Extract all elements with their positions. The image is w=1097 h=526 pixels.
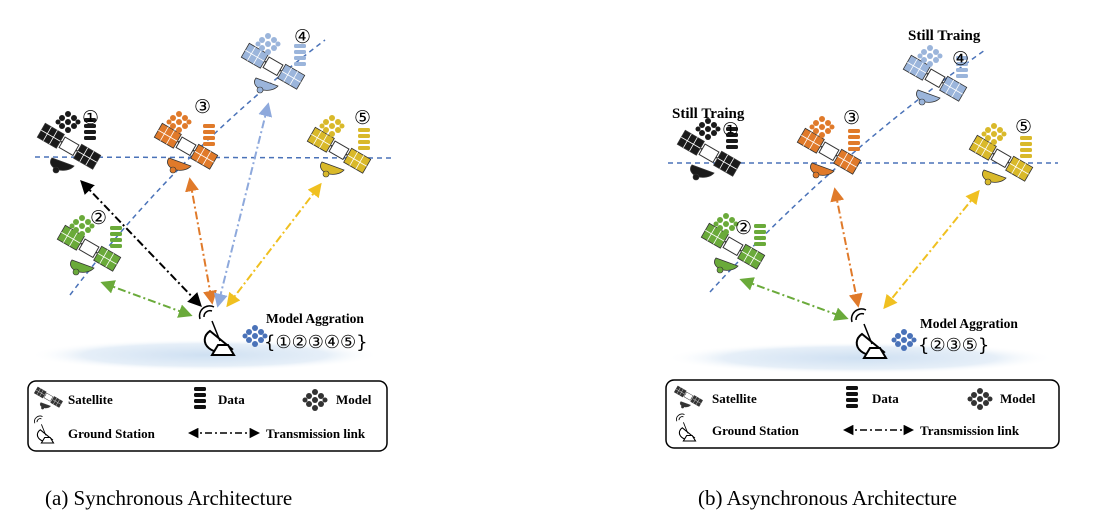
data-stack-icon	[754, 224, 766, 246]
satellite-number: ④	[294, 26, 311, 48]
legend-data-label: Data	[218, 392, 245, 407]
model-network-icon	[55, 111, 81, 133]
satellite-number: ⑤	[354, 107, 371, 129]
panel-a: ① ② ③ ④ ⑤ Mo	[27, 26, 396, 510]
legend-box	[665, 379, 1060, 449]
transmission-link	[830, 187, 863, 308]
satellite-number: ④	[952, 48, 969, 70]
satellite-number: ②	[90, 207, 107, 229]
caption-a: (a) Synchronous Architecture	[45, 486, 292, 510]
ground-surface	[30, 339, 380, 371]
legend-data-label: Data	[872, 391, 899, 406]
ground-surface	[665, 342, 1055, 374]
aggregation-set: {②③⑤}	[918, 335, 989, 356]
data-stack-icon	[848, 129, 860, 151]
satellite-number: ①	[82, 107, 99, 129]
transmission-link	[80, 179, 202, 308]
data-stack-icon	[1020, 136, 1032, 158]
satellite-number: ⑤	[1015, 116, 1032, 138]
data-stack-icon	[358, 128, 370, 150]
still-training-label-4: Still Traing	[908, 28, 981, 44]
legend-transmission-label: Transmission link	[266, 426, 366, 441]
transmission-link	[739, 277, 849, 321]
transmission-link	[185, 177, 217, 305]
legend-ground-station-label: Ground Station	[712, 423, 800, 438]
legend-satellite-label: Satellite	[68, 392, 113, 407]
satellite-3	[153, 111, 219, 174]
legend-ground-station-label: Ground Station	[68, 426, 156, 441]
legend-satellite-label: Satellite	[712, 391, 757, 406]
legend-transmission-label: Transmission link	[920, 423, 1020, 438]
aggregation-title: Model Aggration	[920, 316, 1018, 331]
still-training-label-1: Still Traing	[672, 106, 745, 122]
legend-box	[27, 380, 388, 452]
caption-b: (b) Asynchronous Architecture	[698, 486, 957, 510]
satellite-2	[700, 213, 766, 274]
satellite-number: ③	[843, 107, 860, 129]
satellite-number: ②	[735, 217, 752, 239]
transmission-link	[883, 189, 980, 310]
satellite-number: ①	[722, 119, 739, 141]
transmission-link	[100, 280, 193, 318]
transmission-link	[226, 182, 322, 308]
satellite-number: ③	[194, 96, 211, 118]
aggregation-set: {①②③④⑤}	[264, 332, 368, 353]
legend-model-label: Model	[336, 392, 372, 407]
transmission-link	[213, 102, 273, 308]
data-stack-icon	[203, 124, 215, 146]
panel-b: ① Still Traing ② ③ ④ Still Traing ⑤	[665, 28, 1060, 510]
aggregation-title: Model Aggration	[266, 311, 364, 326]
legend-model-label: Model	[1000, 391, 1036, 406]
